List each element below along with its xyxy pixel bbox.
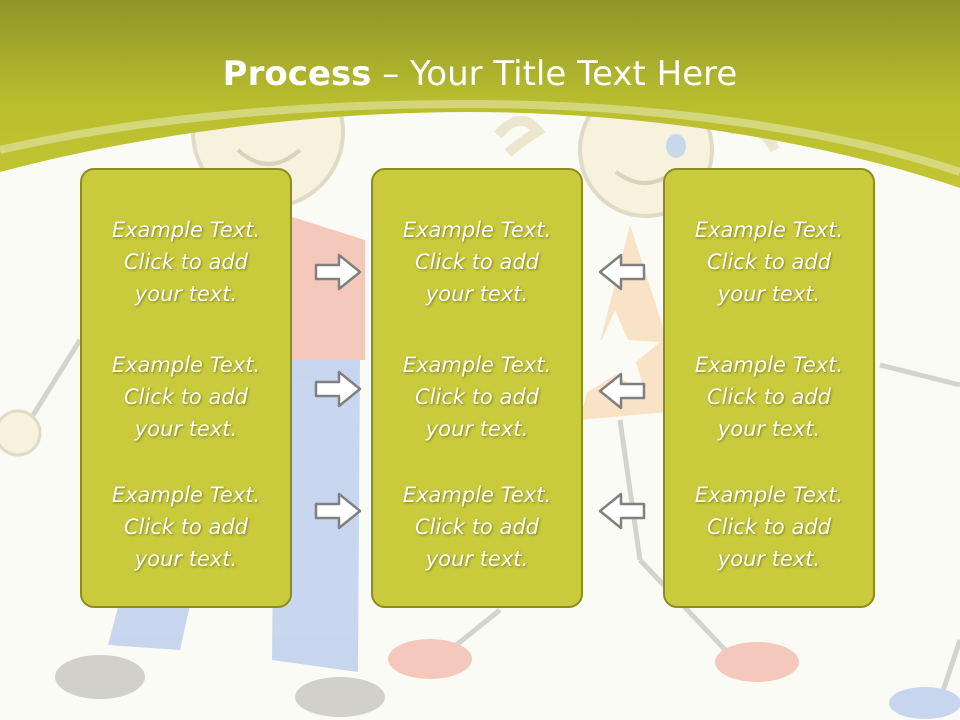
text-block[interactable]: Example Text. Click to add your text. <box>82 479 290 575</box>
text-line: your text. <box>425 547 529 571</box>
text-line: your text. <box>425 417 529 441</box>
title-bold: Process <box>222 54 372 94</box>
text-line: Click to add <box>414 250 539 274</box>
text-line: Example Text. <box>694 353 844 377</box>
left-arrow-icon <box>598 492 646 530</box>
title-text: Your Title Text Here <box>410 54 738 94</box>
text-line: Click to add <box>414 385 539 409</box>
process-panel-2[interactable]: Example Text. Click to add your text. Ex… <box>371 168 583 608</box>
text-line: Example Text. <box>111 483 261 507</box>
text-line: Click to add <box>706 250 831 274</box>
text-line: Example Text. <box>402 353 552 377</box>
text-line: your text. <box>717 547 821 571</box>
left-arrow-icon <box>598 372 646 410</box>
text-line: your text. <box>134 282 238 306</box>
text-line: your text. <box>134 417 238 441</box>
text-line: your text. <box>717 417 821 441</box>
text-block[interactable]: Example Text. Click to add your text. <box>82 349 290 445</box>
text-line: Example Text. <box>694 218 844 242</box>
text-line: Example Text. <box>111 353 261 377</box>
text-line: Click to add <box>123 250 248 274</box>
text-block[interactable]: Example Text. Click to add your text. <box>373 479 581 575</box>
text-block[interactable]: Example Text. Click to add your text. <box>82 214 290 310</box>
text-block[interactable]: Example Text. Click to add your text. <box>373 349 581 445</box>
text-line: Click to add <box>706 385 831 409</box>
text-block[interactable]: Example Text. Click to add your text. <box>373 214 581 310</box>
process-panel-1[interactable]: Example Text. Click to add your text. Ex… <box>80 168 292 608</box>
title-dash: – <box>382 54 400 94</box>
left-arrow-icon <box>598 253 646 291</box>
right-arrow-icon <box>314 492 362 530</box>
text-block[interactable]: Example Text. Click to add your text. <box>665 479 873 575</box>
text-line: Example Text. <box>111 218 261 242</box>
right-arrow-icon <box>314 370 362 408</box>
text-line: Click to add <box>123 515 248 539</box>
text-line: your text. <box>425 282 529 306</box>
page-title: Process – Your Title Text Here <box>0 52 960 96</box>
text-line: Click to add <box>706 515 831 539</box>
right-arrow-icon <box>314 253 362 291</box>
text-block[interactable]: Example Text. Click to add your text. <box>665 349 873 445</box>
process-panel-3[interactable]: Example Text. Click to add your text. Ex… <box>663 168 875 608</box>
text-line: Click to add <box>123 385 248 409</box>
text-line: Click to add <box>414 515 539 539</box>
text-line: Example Text. <box>402 483 552 507</box>
text-block[interactable]: Example Text. Click to add your text. <box>665 214 873 310</box>
text-line: Example Text. <box>694 483 844 507</box>
text-line: your text. <box>134 547 238 571</box>
text-line: your text. <box>717 282 821 306</box>
text-line: Example Text. <box>402 218 552 242</box>
